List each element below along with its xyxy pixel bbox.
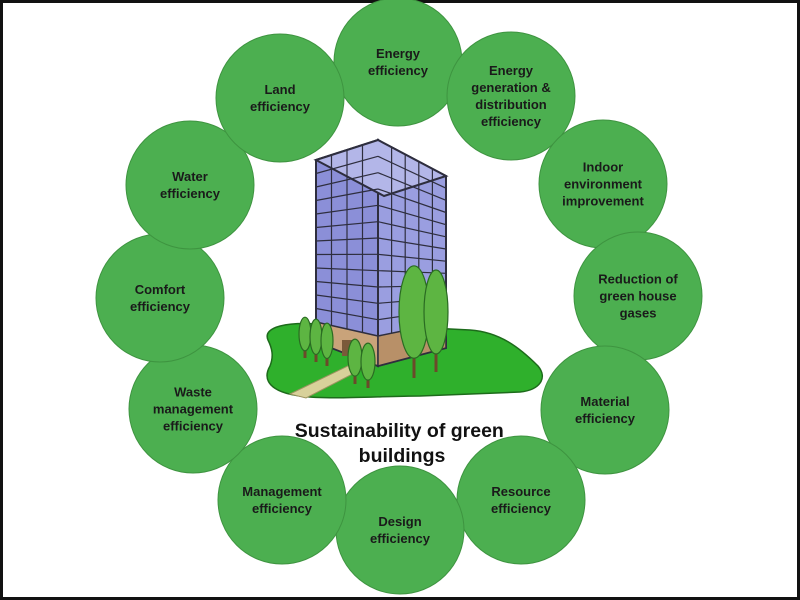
circle-label-line: efficiency [368,63,429,78]
circle-label-line: Water [172,169,208,184]
circle-label-line: Material [580,394,629,409]
circle-material-efficiency: Material efficiency [540,345,670,475]
circle-label-line: distribution [475,97,547,112]
circle-label: Energy generation & distribution efficiency [471,63,550,129]
circle-shape [540,345,670,475]
window-mullion [315,155,379,175]
circle-label-line: efficiency [163,419,224,434]
circle-label-line: generation & [471,80,550,95]
circle-shape [335,465,465,595]
small-tree [360,342,376,388]
circle-label: Energy efficiency [368,46,429,78]
window-mullion [315,172,379,188]
window-mullion [377,172,447,201]
circle-label-line: efficiency [160,186,221,201]
circle-shape [217,435,347,565]
window-mullion [377,237,447,250]
diagram-title-line-1: Sustainability of green [295,420,504,442]
circle-label-line: Comfort [135,282,186,297]
circle-label-line: gases [620,306,657,321]
tall-tree [398,265,430,378]
circle-water-efficiency: Water efficiency [125,120,255,250]
circle-label-line: Energy [376,46,421,61]
tree-crown [298,316,312,352]
circle-comfort-efficiency: Comfort efficiency [95,233,225,363]
tall-tree [423,269,449,372]
window-mullion [315,221,379,229]
circle-label-line: improvement [562,194,644,209]
building-top [313,138,449,198]
circle-resource-efficiency: Resource efficiency [456,435,586,565]
circle-shape [446,31,576,161]
circle-label-line: efficiency [252,501,313,516]
window-mullion [377,221,447,238]
circle-label: Waste management efficiency [153,385,234,434]
circle-waste-management: Waste management efficiency [128,344,258,474]
circle-label-line: Land [264,82,295,97]
circle-shape [456,435,586,565]
circle-label: Water efficiency [160,169,221,201]
circle-label-line: Reduction of [598,272,678,287]
circles-ring: Energy efficiency Energy generation & distri… [95,0,703,595]
circle-label: Comfort efficiency [130,282,191,314]
circle-label-line: efficiency [575,411,636,426]
tree-crown [320,322,334,360]
building-illustration [266,138,543,399]
circle-label-line: management [153,402,234,417]
circle-label: Management efficiency [242,484,322,516]
trees [298,265,449,388]
circle-energy-generation: Energy generation & distribution efficiency [446,31,576,161]
diagram-title: Sustainability of green buildings [295,420,510,467]
circle-shape [125,120,255,250]
circle-energy-efficiency: Energy efficiency [333,0,463,127]
circle-label-line: efficiency [370,531,431,546]
circle-label-line: Management [242,484,322,499]
tree-crown [309,318,323,356]
window-mullion [315,267,379,272]
window-mullion [315,294,379,304]
circle-label: Indoor environment improvement [562,160,644,209]
small-tree [320,322,334,366]
building-door [342,340,352,356]
circle-label: Design efficiency [370,514,431,546]
window-mullion [377,204,447,226]
circle-label-line: efficiency [491,501,552,516]
circle-reduction-ghg: Reduction of green house gases [573,231,703,361]
window-mullion [377,253,447,262]
circle-label-line: Resource [491,484,550,499]
circle-label-line: efficiency [250,99,311,114]
circle-label-line: efficiency [481,114,542,129]
tree-crown [360,342,376,381]
circle-land-efficiency: Land efficiency [215,33,345,163]
circle-design-efficiency: Design efficiency [335,465,465,595]
window-mullion [377,155,447,189]
window-mullion [315,280,379,288]
circle-label-line: Design [378,514,421,529]
window-mullion [315,188,379,202]
circle-shape [215,33,345,163]
circle-label-line: efficiency [130,299,191,314]
window-mullion [315,237,379,242]
tree-crown [347,338,363,377]
tree-crown [423,269,449,355]
circle-label-line: Indoor [583,160,623,175]
circle-shape [95,233,225,363]
circle-label-line: green house [599,289,676,304]
circle-label: Material efficiency [575,394,636,426]
window-mullion [377,188,447,214]
diagram-title-line-2: buildings [359,445,446,467]
circle-label: Reduction of green house gases [598,272,678,321]
circle-label-line: Waste [174,385,212,400]
circle-label: Resource efficiency [491,484,552,516]
circle-label-line: environment [564,177,643,192]
window-mullion [315,307,379,321]
circle-management-efficiency: Management efficiency [217,435,347,565]
circle-label: Land efficiency [250,82,311,114]
circle-label-line: Energy [489,63,534,78]
window-mullion [315,204,379,215]
circle-indoor-environment: Indoor environment improvement [538,119,668,249]
